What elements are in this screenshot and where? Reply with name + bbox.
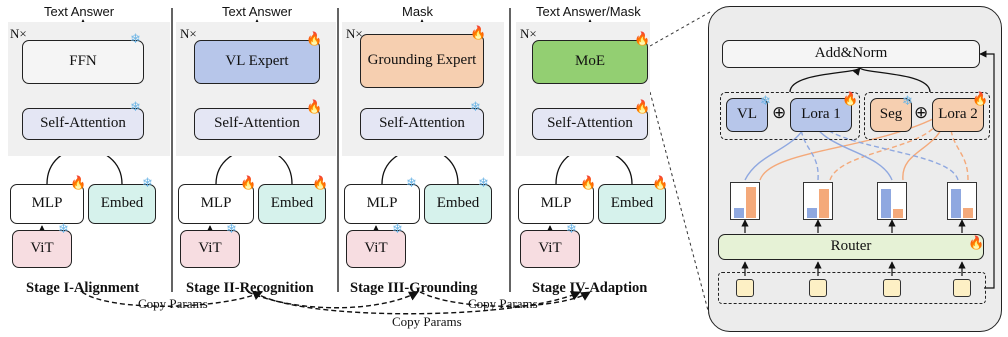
embed-box: Embed xyxy=(598,184,666,224)
router-box: Router xyxy=(718,234,984,260)
plus-icon: ⊕ xyxy=(914,103,929,122)
seg-expert-group xyxy=(864,92,990,140)
stage-title: Stage I-Alignment xyxy=(26,280,140,296)
stage-title: Stage IV-Adaption xyxy=(532,280,648,296)
mlp-box: MLP xyxy=(178,184,254,224)
snowflake-icon: ❄ xyxy=(58,221,69,236)
stage-output-label: Text Answer/Mask xyxy=(536,4,641,19)
flame-icon: 🔥 xyxy=(312,175,329,190)
expert-box: FFN xyxy=(22,40,144,84)
embed-box: Embed xyxy=(424,184,492,224)
histogram-bar xyxy=(734,208,744,218)
stage-output-label: Text Answer xyxy=(44,4,115,19)
seg-expert-box: Seg xyxy=(870,98,912,132)
self-attention-box: Self-Attention xyxy=(194,108,320,140)
snowflake-icon: ❄ xyxy=(760,93,771,108)
flame-icon: 🔥 xyxy=(972,91,989,106)
add-norm-box: Add&Norm xyxy=(722,40,980,68)
plus-icon: ⊕ xyxy=(772,103,787,122)
router-weight-histogram xyxy=(947,182,977,220)
vit-box: ViT xyxy=(520,230,580,268)
histogram-bar xyxy=(951,189,961,218)
embed-box: Embed xyxy=(258,184,326,224)
repeat-label: N× xyxy=(346,26,363,41)
snowflake-icon: ❄ xyxy=(392,221,403,236)
flame-icon: 🔥 xyxy=(652,175,669,190)
stage-output-label: Text Answer xyxy=(222,4,293,19)
flame-icon: 🔥 xyxy=(634,31,651,46)
mlp-box: MLP xyxy=(10,184,84,224)
self-attention-box: Self-Attention xyxy=(22,108,144,140)
copy-params-label: Copy Params xyxy=(138,296,208,311)
repeat-label: N× xyxy=(10,26,27,41)
token xyxy=(883,279,901,297)
lora1-box: Lora 1 xyxy=(790,98,852,132)
embed-box: Embed xyxy=(88,184,156,224)
repeat-label: N× xyxy=(180,26,197,41)
flame-icon: 🔥 xyxy=(968,235,985,250)
histogram-bar xyxy=(746,187,756,218)
snowflake-icon: ❄ xyxy=(130,99,141,114)
self-attention-box: Self-Attention xyxy=(532,108,648,140)
flame-icon: 🔥 xyxy=(306,31,323,46)
router-weight-histogram xyxy=(730,182,760,220)
router-weight-histogram xyxy=(803,182,833,220)
snowflake-icon: ❄ xyxy=(406,175,417,190)
histogram-bar xyxy=(819,189,829,218)
lora2-box: Lora 2 xyxy=(932,98,984,132)
token xyxy=(809,279,827,297)
snowflake-icon: ❄ xyxy=(902,93,913,108)
flame-icon: 🔥 xyxy=(634,99,651,114)
vl-expert-group xyxy=(720,92,860,140)
histogram-bar xyxy=(963,208,973,218)
snowflake-icon: ❄ xyxy=(566,221,577,236)
stage-title: Stage III-Grounding xyxy=(350,280,478,296)
repeat-label: N× xyxy=(520,26,537,41)
vl-expert-box: VL xyxy=(726,98,768,132)
snowflake-icon: ❄ xyxy=(142,175,153,190)
flame-icon: 🔥 xyxy=(580,175,597,190)
flame-icon: 🔥 xyxy=(470,25,487,40)
copy-params-label: Copy Params xyxy=(392,314,462,329)
vit-box: ViT xyxy=(346,230,406,268)
histogram-bar xyxy=(807,208,817,218)
flame-icon: 🔥 xyxy=(70,175,87,190)
vit-box: ViT xyxy=(180,230,240,268)
router-weight-histogram xyxy=(877,182,907,220)
expert-box: Grounding Expert xyxy=(360,34,484,88)
mlp-box: MLP xyxy=(344,184,420,224)
snowflake-icon: ❄ xyxy=(130,31,141,46)
expert-box: VL Expert xyxy=(194,40,320,84)
snowflake-icon: ❄ xyxy=(226,221,237,236)
flame-icon: 🔥 xyxy=(842,91,859,106)
snowflake-icon: ❄ xyxy=(470,99,481,114)
flame-icon: 🔥 xyxy=(240,175,257,190)
snowflake-icon: ❄ xyxy=(478,175,489,190)
token xyxy=(953,279,971,297)
token-row xyxy=(718,272,986,304)
stage-title: Stage II-Recognition xyxy=(186,280,314,296)
stage-output-label: Mask xyxy=(402,4,434,19)
vit-box: ViT xyxy=(12,230,72,268)
token xyxy=(736,279,754,297)
flame-icon: 🔥 xyxy=(306,99,323,114)
copy-params-label: Copy Params xyxy=(468,296,538,311)
mlp-box: MLP xyxy=(518,184,594,224)
histogram-bar xyxy=(893,209,903,218)
histogram-bar xyxy=(881,189,891,218)
expert-box: MoE xyxy=(532,40,648,84)
self-attention-box: Self-Attention xyxy=(360,108,484,140)
